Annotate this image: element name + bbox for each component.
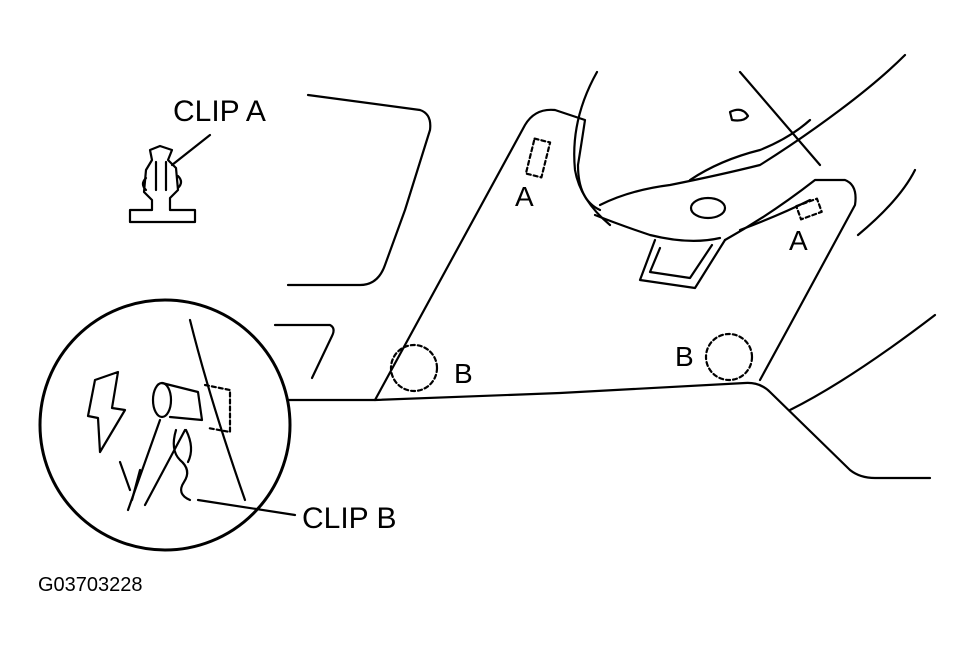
right-lower-curve <box>788 313 937 412</box>
seat-slot-outline <box>638 238 727 290</box>
lower-panel-outline <box>273 323 335 380</box>
clip-b-label: CLIP B <box>302 502 397 535</box>
clip-a-illustration <box>128 144 197 224</box>
clip-a-leader-line <box>170 133 212 167</box>
marker-a-left: A <box>515 181 534 212</box>
seat-detail-stroke <box>728 108 750 122</box>
background-panel-outline <box>286 93 432 287</box>
clip-a-location-right <box>795 197 823 221</box>
detail-contents <box>86 318 247 512</box>
clip-a-location-left <box>524 137 552 179</box>
right-upper-curve <box>856 168 917 237</box>
upper-body-curve-3 <box>688 118 812 182</box>
upper-body-curve <box>598 53 907 207</box>
marker-b-left: B <box>454 358 473 389</box>
right-panel-outline <box>723 178 857 382</box>
trim-panel-inner-edge <box>573 70 612 227</box>
clip-b-leader-line <box>196 498 297 517</box>
detail-magnifier-circle <box>38 298 292 552</box>
clip-a-label: CLIP A <box>173 95 266 128</box>
upper-body-curve-2 <box>738 70 822 167</box>
clip-b-location-left <box>389 343 439 393</box>
seat-bolt-hole <box>689 196 727 220</box>
figure-id: G03703228 <box>38 574 143 596</box>
clip-b-location-right <box>704 332 754 382</box>
seat-slot-inner <box>648 243 714 280</box>
marker-b-right: B <box>675 341 694 372</box>
trim-panel-outline <box>373 108 602 402</box>
marker-a-right: A <box>789 225 808 256</box>
upper-body-fold <box>593 213 722 242</box>
sill-line <box>286 381 932 480</box>
